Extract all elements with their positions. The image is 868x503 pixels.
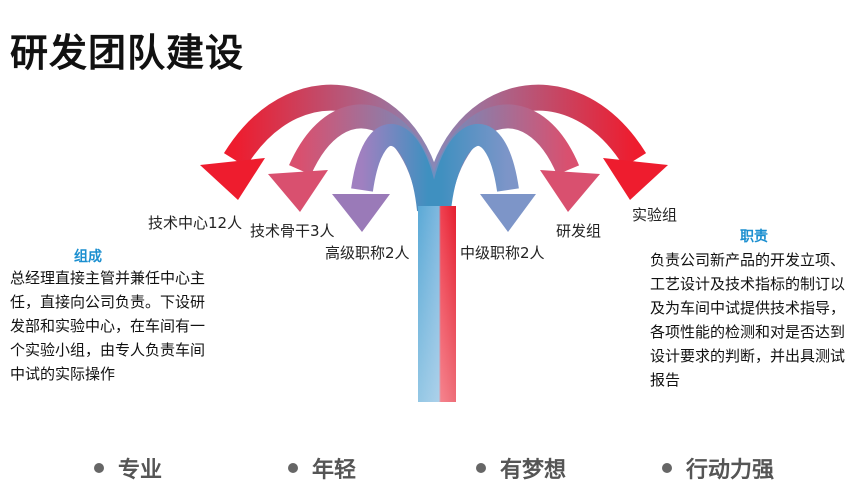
responsibility-line: 及为车间中试提供技术指导，: [650, 299, 846, 317]
keyword-text: 有梦想: [500, 458, 567, 483]
label-lab-group: 实验组: [632, 206, 678, 224]
keyword-action: 行动力强: [662, 452, 774, 484]
keyword-dreams: 有梦想: [476, 452, 566, 484]
arrow-left-senior-title: [332, 124, 439, 232]
responsibility-line: 负责公司新产品的开发立项、: [650, 251, 846, 269]
composition-heading: 组成: [74, 249, 102, 265]
label-mid-title: 中级职称2人: [460, 244, 545, 262]
keyword-professional: 专业: [94, 452, 162, 484]
bullet-icon: [288, 463, 298, 473]
keyword-young: 年轻: [288, 452, 356, 484]
responsibility-line: 设计要求的判断，并出具测试: [650, 347, 846, 365]
composition-line: 个实验小组，由专人负责车间: [10, 341, 206, 359]
bullet-icon: [662, 463, 672, 473]
keyword-text: 年轻: [312, 458, 357, 483]
label-core-staff: 技术骨干3人: [250, 222, 335, 240]
label-senior-title: 高级职称2人: [325, 244, 410, 262]
keyword-text: 行动力强: [686, 458, 775, 483]
responsibility-line: 各项性能的检测和对是否达到: [650, 323, 846, 341]
keyword-text: 专业: [118, 458, 163, 483]
composition-line: 中试的实际操作: [10, 365, 116, 383]
bullet-icon: [94, 463, 104, 473]
bullet-icon: [476, 463, 486, 473]
responsibility-line: 工艺设计及技术指标的制订以: [650, 275, 846, 293]
arrow-right-mid-title: [429, 124, 536, 232]
responsibility-paragraph: 负责公司新产品的开发立项、 工艺设计及技术指标的制订以 及为车间中试提供技术指导…: [650, 248, 865, 392]
composition-paragraph: 总经理直接主管并兼任中心主 任，直接向公司负责。下设研 发部和实验中心，在车间有…: [10, 266, 250, 386]
responsibility-line: 报告: [650, 371, 681, 389]
responsibility-heading: 职责: [740, 229, 768, 245]
label-technical-center: 技术中心12人: [148, 214, 243, 232]
page-title: 研发团队建设: [10, 31, 245, 75]
composition-line: 任，直接向公司负责。下设研: [10, 293, 206, 311]
composition-line: 总经理直接主管并兼任中心主: [10, 269, 206, 287]
label-rd-group: 研发组: [556, 222, 602, 240]
composition-line: 发部和实验中心，在车间有一: [10, 317, 206, 335]
